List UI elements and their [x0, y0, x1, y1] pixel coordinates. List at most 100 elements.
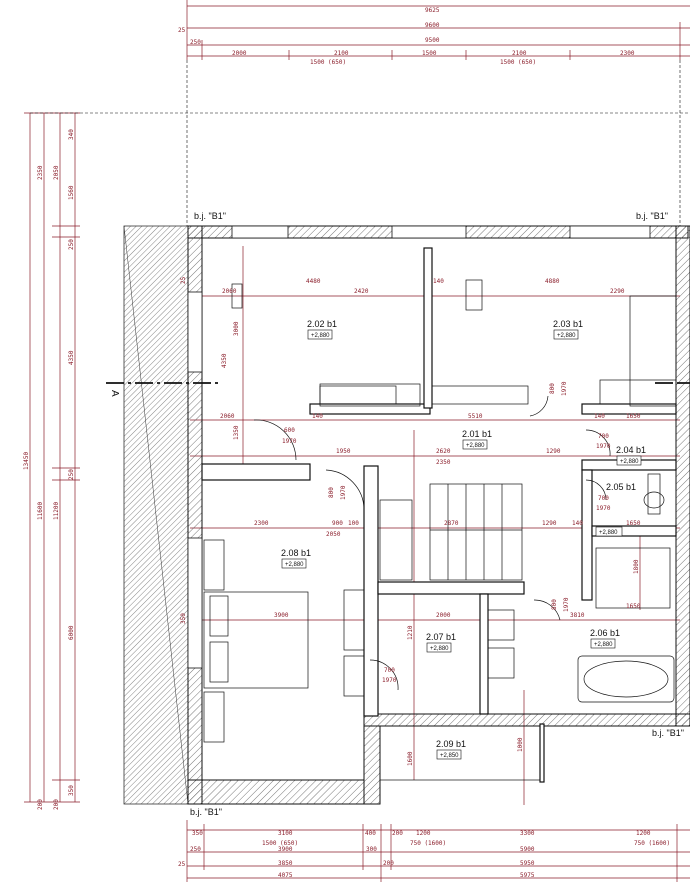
door-700a-h: 1970 [596, 443, 611, 450]
door-700c-w: 700 [384, 667, 395, 674]
dim-int-900: 900 [332, 520, 343, 527]
svg-text:+2,850: +2,850 [440, 753, 459, 759]
dim-left-c3-3: 6000 [68, 625, 75, 640]
dim-int-140d: 140 [572, 520, 583, 527]
dim-int-3900: 3900 [274, 612, 289, 619]
dim-bot-r3-1: 3900 [278, 846, 293, 853]
dim-int-2350: 2350 [436, 459, 451, 466]
boundary-label-top-right: b.j. "B1" [636, 211, 668, 221]
axis-lines [30, 60, 690, 226]
dim-bot-r1-5: 3300 [520, 830, 535, 837]
dim-int-1650a: 1650 [626, 413, 641, 420]
dim-int-2050: 2050 [326, 531, 341, 538]
dim-int-100: 100 [348, 520, 359, 527]
dim-int-140c: 140 [594, 413, 605, 420]
dim-bot-r3-3: 5900 [520, 846, 535, 853]
dim-top-r3-0: 250 [190, 39, 201, 46]
room-2-06: 2.06 b1 +2,880 [590, 628, 620, 649]
dim-int-1950: 1950 [336, 448, 351, 455]
dim-top-r2-0: 25 [178, 27, 186, 34]
dim-int-4480: 4480 [306, 278, 321, 285]
dim-left-c3-4: 350 [68, 785, 75, 796]
dim-int-2420: 2420 [354, 288, 369, 295]
dim-left-c2-0: 2350 [37, 165, 44, 180]
dimension-texts: 9625 25 9600 250 9500 2000 2100 1500 210… [23, 7, 670, 879]
dim-bot-r2-1: 750 (1600) [410, 840, 446, 847]
dim-bot-r4-0: 25 [178, 861, 186, 868]
room-2-03: 2.03 b1 +2,880 [553, 319, 583, 340]
svg-text:+2,880: +2,880 [311, 333, 330, 339]
svg-text:2.03 b1: 2.03 b1 [553, 319, 583, 329]
dim-bot-r5-0: 4075 [278, 872, 293, 879]
dim-bot-r3-0: 250 [190, 846, 201, 853]
door-labels: 600 1970 800 1970 800 1970 700 1970 700 … [282, 381, 611, 684]
dim-left-c1-2: 200 [37, 799, 44, 810]
dim-int-1290a: 1290 [546, 448, 561, 455]
room-2-04: 2.04 b1 +2,880 [616, 445, 646, 466]
dim-left-c1-0: 13450 [23, 452, 30, 470]
svg-text:2.04 b1: 2.04 b1 [616, 445, 646, 455]
dim-top-r4-0: 2000 [232, 50, 247, 57]
svg-text:2.08 b1: 2.08 b1 [281, 548, 311, 558]
dim-left-c4-3: 25 [180, 276, 187, 284]
dim-int-1210: 1210 [407, 625, 414, 640]
door-700a-w: 700 [598, 433, 609, 440]
dim-left-c3-2: 250 [68, 469, 75, 480]
dim-bot-r1-0: 350 [192, 830, 203, 837]
dim-top-r3-1: 9500 [425, 37, 440, 44]
dim-top-r2-1: 9600 [425, 22, 440, 29]
dim-bot-r1-4: 1200 [416, 830, 431, 837]
dim-bot-r4-3: 5950 [520, 860, 535, 867]
room-2-02: 2.02 b1 +2,880 [307, 319, 337, 340]
room-2-09: 2.09 b1 +2,850 [436, 739, 466, 760]
exterior-walls [187, 225, 690, 805]
dim-int-140a: 140 [433, 278, 444, 285]
svg-text:+2,880: +2,880 [599, 530, 618, 536]
svg-text:+2,880: +2,880 [466, 443, 485, 449]
dim-bot-r1-2: 400 [365, 830, 376, 837]
dim-int-1650c: 1650 [626, 603, 641, 610]
dim-int-2870: 2870 [444, 520, 459, 527]
svg-text:+2,880: +2,880 [430, 646, 449, 652]
dim-left-c2-2: 200 [53, 799, 60, 810]
dim-top-r4-2: 1500 [422, 50, 437, 57]
dim-bot-r1-6: 1200 [636, 830, 651, 837]
dim-bot-r1-1: 3100 [278, 830, 293, 837]
door-800c-w: 800 [551, 599, 558, 610]
dim-bot-r4-2: 200 [383, 860, 394, 867]
dim-int-1650b: 1650 [626, 520, 641, 527]
door-700b-h: 1970 [596, 505, 611, 512]
door-800b-h: 1970 [561, 381, 568, 396]
svg-text:2.06 b1: 2.06 b1 [590, 628, 620, 638]
dim-left-c1-1: 11600 [37, 502, 44, 520]
svg-text:2.09 b1: 2.09 b1 [436, 739, 466, 749]
svg-text:2.07 b1: 2.07 b1 [426, 632, 456, 642]
boundary-labels: b.j. "B1" b.j. "B1" b.j. "B1" b.j. "B1" [190, 211, 684, 817]
door-800c-h: 1970 [563, 597, 570, 612]
door-700c-h: 1970 [382, 677, 397, 684]
interior-walls [201, 247, 677, 783]
dim-int-2060b: 2060 [220, 413, 235, 420]
dim-left-c4-2: 250 [68, 239, 75, 250]
dim-int-4350: 4350 [221, 353, 228, 368]
dim-top-r5-1: 1500 (650) [500, 59, 536, 66]
svg-text:+2,880: +2,880 [557, 333, 576, 339]
svg-text:2.02 b1: 2.02 b1 [307, 319, 337, 329]
dim-bot-r3-2: 300 [366, 846, 377, 853]
dim-bot-r5-1: 5975 [520, 872, 535, 879]
door-600-h: 1970 [282, 438, 297, 445]
dim-top-r5-0: 1500 (650) [310, 59, 346, 66]
dim-int-2620: 2620 [436, 448, 451, 455]
furniture [203, 279, 677, 781]
dim-int-1800: 1800 [633, 559, 640, 574]
svg-text:+2,880: +2,880 [620, 459, 639, 465]
dim-int-3000: 3000 [233, 321, 240, 336]
door-800a-h: 1970 [340, 485, 347, 500]
dim-bot-r2-2: 750 (1600) [634, 840, 670, 847]
dim-int-1600: 1600 [407, 751, 414, 766]
room-2-01: 2.01 b1 +2,880 [462, 429, 492, 450]
door-800b-w: 800 [549, 383, 556, 394]
dim-left-c3-0: 2050 [53, 165, 60, 180]
svg-text:+2,880: +2,880 [594, 642, 613, 648]
dim-left-c4-1: 1560 [68, 185, 75, 200]
